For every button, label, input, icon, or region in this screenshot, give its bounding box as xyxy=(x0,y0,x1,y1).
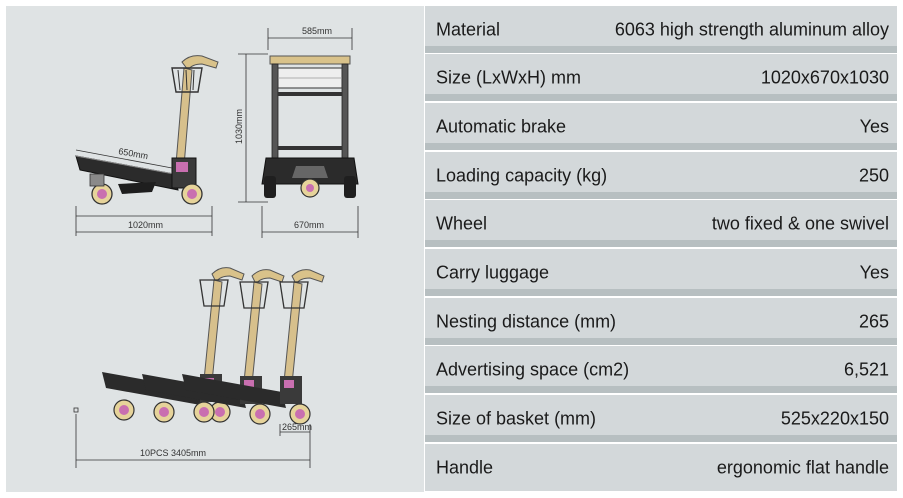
spec-label: Handle xyxy=(436,457,494,477)
spec-row: Wheel two fixed & one swivel xyxy=(425,200,897,248)
spec-label: Wheel xyxy=(436,213,488,233)
spec-value: 1020x670x1030 xyxy=(760,67,889,87)
spec-row: Material 6063 high strength aluminum allo… xyxy=(425,6,897,54)
height-dim: 1030mm xyxy=(234,109,244,144)
spec-row-divider xyxy=(425,289,897,296)
spec-row: Size (LxWxH) mm 1020x670x1030 xyxy=(425,54,897,102)
spec-value: 265 xyxy=(858,311,889,331)
front-view-trolley: 585mm 1030mm xyxy=(234,26,359,238)
spec-row-divider xyxy=(425,435,897,442)
spec-row-divider xyxy=(425,192,897,199)
side-width-dim: 670mm xyxy=(294,220,324,230)
trolley-drawing-panel: 650mm 1020mm 585mm 1030mm xyxy=(6,6,424,492)
spec-label: Nesting distance (mm) xyxy=(436,311,617,331)
spec-label: Loading capacity (kg) xyxy=(436,165,608,185)
spec-value: ergonomic flat handle xyxy=(716,457,889,477)
overall-length-dim: 1020mm xyxy=(128,220,163,230)
spec-row-divider xyxy=(425,240,897,247)
spec-value: Yes xyxy=(859,262,889,282)
spec-label: Advertising space (cm2) xyxy=(436,359,630,379)
spec-value: Yes xyxy=(859,116,889,136)
spec-label: Material xyxy=(436,19,501,39)
side-view-trolley: 650mm 1020mm xyxy=(75,55,219,236)
spec-row-divider xyxy=(425,94,897,101)
spec-label: Carry luggage xyxy=(436,262,550,282)
spec-value: 250 xyxy=(858,165,889,185)
nested-trolleys: 265mm 10PCS 3405mm xyxy=(73,267,325,468)
spec-row-divider xyxy=(425,143,897,150)
spec-row-divider xyxy=(425,386,897,393)
spec-value: 6063 high strength aluminum alloy xyxy=(614,19,889,39)
spec-label: Size of basket (mm) xyxy=(436,408,597,428)
trolley-technical-drawing: 650mm 1020mm 585mm 1030mm xyxy=(73,26,359,468)
specifications-table: Material 6063 high strength aluminum allo… xyxy=(425,6,897,492)
spec-value: 525x220x150 xyxy=(780,408,889,428)
spec-row: Loading capacity (kg) 250 xyxy=(425,152,897,200)
spec-row: Size of basket (mm) 525x220x150 xyxy=(425,395,897,443)
spec-value: two fixed & one swivel xyxy=(711,213,889,233)
nested-total-length-dim: 10PCS 3405mm xyxy=(140,448,206,458)
spec-row: Handle ergonomic flat handle xyxy=(425,444,897,492)
spec-label: Automatic brake xyxy=(436,116,567,136)
spec-row: Advertising space (cm2) 6,521 xyxy=(425,346,897,394)
spec-row: Carry luggage Yes xyxy=(425,249,897,297)
top-width-dim: 585mm xyxy=(302,26,332,36)
spec-row-divider xyxy=(425,338,897,345)
spec-row-divider xyxy=(425,46,897,53)
spec-label: Size (LxWxH) mm xyxy=(436,67,581,87)
nesting-distance-dim: 265mm xyxy=(282,422,312,432)
spec-row: Nesting distance (mm) 265 xyxy=(425,298,897,346)
spec-row: Automatic brake Yes xyxy=(425,103,897,151)
spec-value: 6,521 xyxy=(843,359,889,379)
